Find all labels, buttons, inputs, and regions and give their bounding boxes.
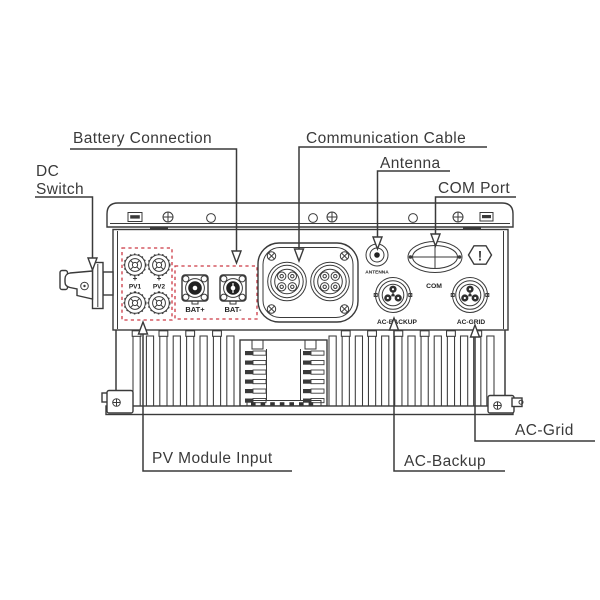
battery-connection-label: Battery Connection <box>73 130 212 147</box>
plate-screw-icon <box>339 251 350 261</box>
warning-icon: ! <box>467 245 493 265</box>
strip-hole <box>308 213 318 223</box>
antenna-label: Antenna <box>380 155 441 172</box>
mount-slot-right <box>479 212 494 222</box>
heatsink <box>101 330 524 416</box>
top-mounting-strip <box>106 202 514 230</box>
strip-screw-icon <box>326 211 338 223</box>
pv-connector <box>123 253 147 277</box>
pv-input-group: + + PV1 PV2 - - <box>121 247 173 321</box>
bat-plus-label: BAT+ <box>185 305 205 314</box>
pv1-label: PV1 <box>129 284 142 291</box>
ac-grid-label: AC-Grid <box>515 422 574 439</box>
ac-grid-arrow <box>469 323 481 338</box>
ac-backup-arrow <box>388 316 400 331</box>
pv-connector <box>147 291 171 315</box>
pv-module-input-label: PV Module Input <box>152 450 273 467</box>
comm-socket <box>310 261 350 302</box>
com-port-label: COM Port <box>438 180 510 197</box>
strip-screw-icon <box>162 211 174 223</box>
ac-grid-port-label: AC-GRID <box>457 319 485 326</box>
battery-highlight-box <box>174 265 258 320</box>
communication-connector <box>257 242 359 323</box>
callout-labels: DC Switch Battery Connection Communicati… <box>36 130 574 470</box>
dc-switch-label-line2: Switch <box>36 181 84 198</box>
pv-input-leader <box>142 334 292 472</box>
bat-plus-connector <box>181 274 209 305</box>
pv2-minus-mark: - <box>158 287 161 297</box>
ac-grid-leader <box>474 337 595 442</box>
strip-shadow-right <box>463 227 481 230</box>
communication-cable-label: Communication Cable <box>306 130 466 147</box>
pv-connector <box>123 291 147 315</box>
bat-minus-label: BAT- <box>225 305 242 314</box>
com-port-arrow <box>429 233 442 248</box>
ac-backup-port-label: AC-BACKUP <box>377 319 418 326</box>
strip-shadow-left <box>150 227 168 230</box>
pv2-label: PV2 <box>153 284 166 291</box>
battery-arrow <box>230 250 243 265</box>
bottom-rail <box>105 405 514 416</box>
dc-switch-arrow <box>86 257 99 272</box>
strip-hole <box>408 213 418 223</box>
pv-highlight-box <box>121 247 173 321</box>
mount-slot-left <box>127 212 143 222</box>
heatsink-fins <box>131 330 495 407</box>
antenna-leader <box>376 170 450 237</box>
warning-glyph: ! <box>478 249 483 264</box>
dc-switch-hardware <box>59 261 114 310</box>
strip-screw-icon <box>452 211 464 223</box>
bat-minus-connector <box>219 274 247 305</box>
pv1-minus-mark: - <box>134 287 137 297</box>
ac-grid-connector: AC-GRID <box>450 277 490 326</box>
comm-cable-leader <box>298 146 487 249</box>
bracket-right <box>487 394 524 414</box>
dc-switch-leader <box>35 196 94 258</box>
ac-backup-leader <box>393 330 505 472</box>
battery-group: BAT+ BAT- <box>174 265 258 320</box>
pv-connector <box>147 253 171 277</box>
ac-backup-label: AC-Backup <box>404 453 486 470</box>
plate-screw-icon <box>266 251 277 261</box>
callout-leaders <box>35 146 595 472</box>
battery-leader <box>70 148 238 251</box>
pv2-plus-mark: + <box>157 274 162 283</box>
comm-socket <box>267 261 307 302</box>
pv1-plus-mark: + <box>133 274 138 283</box>
heatsink-center-block <box>239 339 328 409</box>
pv-input-arrow <box>137 320 149 335</box>
bracket-left <box>101 389 134 414</box>
plate-screw-icon <box>339 304 350 314</box>
antenna-port-label: ANTENNA <box>365 270 389 276</box>
comm-cable-arrow <box>293 248 305 263</box>
dc-switch-label-line1: DC <box>36 163 59 180</box>
ac-backup-connector: AC-BACKUP <box>373 277 418 326</box>
com-port-label: COM <box>426 283 442 290</box>
strip-hole <box>206 213 216 223</box>
antenna-arrow <box>371 236 384 251</box>
plate-screw-icon <box>266 304 277 314</box>
inverter-body: + + PV1 PV2 - - <box>59 202 524 416</box>
com-port-leader <box>434 196 516 234</box>
